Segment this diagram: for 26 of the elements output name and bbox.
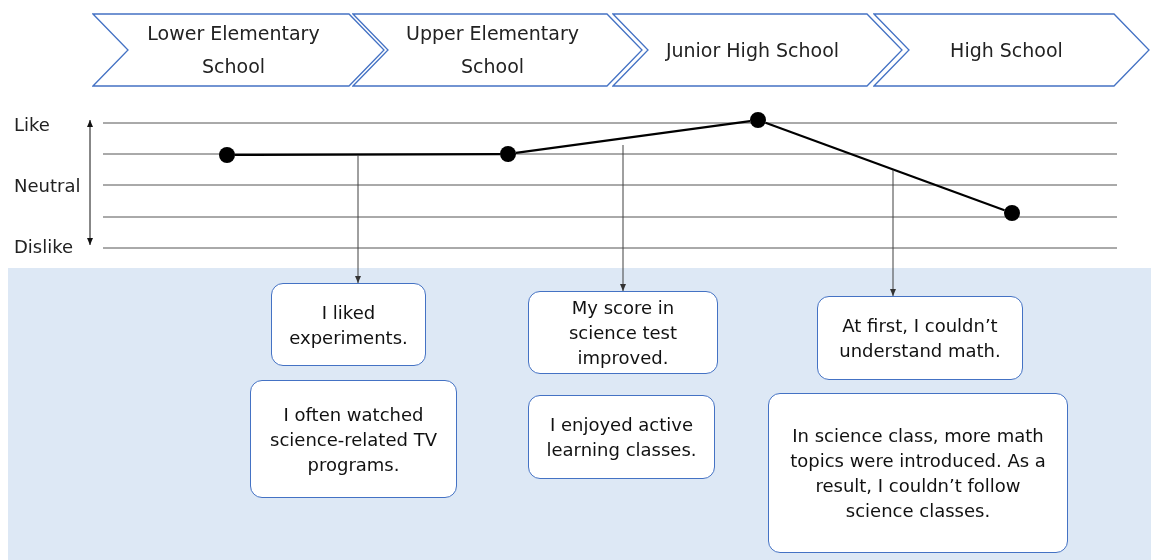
comment-box: In science class, more math topics were introduced. As a result, I couldn’t follow science classes. xyxy=(768,393,1068,553)
comment-box: I liked experiments. xyxy=(271,283,426,366)
trend-line xyxy=(765,121,1005,212)
data-point xyxy=(219,147,235,163)
axis-label: Dislike xyxy=(14,236,74,257)
trend-line xyxy=(235,152,500,157)
comment-box: I enjoyed active learning classes. xyxy=(528,395,715,479)
trend-line xyxy=(515,120,751,154)
axis-label: Neutral xyxy=(14,175,81,196)
comment-box: My score in science test improved. xyxy=(528,291,718,374)
stage-label: High School xyxy=(950,37,1063,63)
data-point xyxy=(750,112,766,128)
stage-banner xyxy=(612,13,903,87)
data-point xyxy=(1004,205,1020,221)
leader-arrow xyxy=(620,144,626,292)
stage-banner xyxy=(873,13,1150,87)
stage-label: Junior High School xyxy=(665,37,840,63)
leader-arrow xyxy=(355,154,361,284)
stage-banner xyxy=(92,13,385,87)
leader-arrow xyxy=(890,169,896,297)
comment-box: At first, I couldn’t understand math. xyxy=(817,296,1023,380)
axis-label: Like xyxy=(14,114,50,135)
stage-label: Lower Elementary School xyxy=(146,21,321,79)
comment-box: I often watched science-related TV programs. xyxy=(250,380,457,498)
data-point xyxy=(500,146,516,162)
stage-label: Upper Elementary School xyxy=(405,21,580,79)
